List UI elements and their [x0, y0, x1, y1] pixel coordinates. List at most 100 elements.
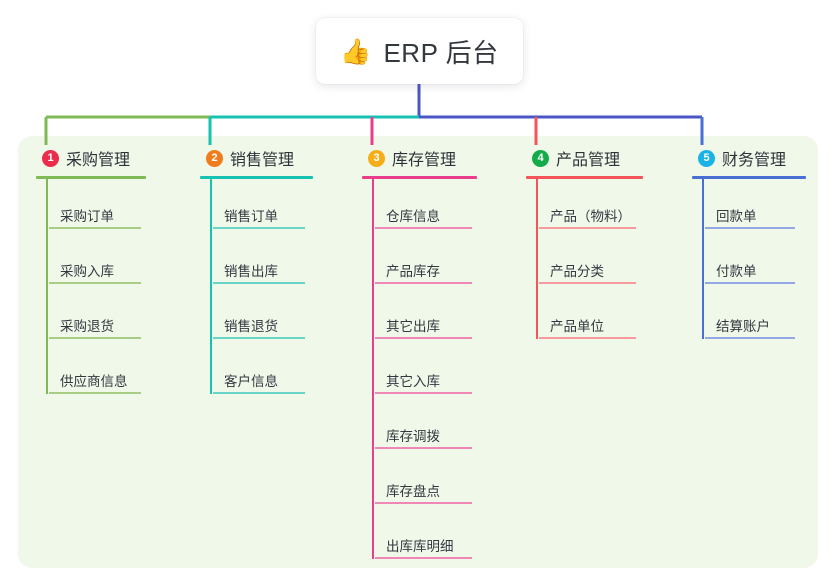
leaf-item-rule [375, 557, 472, 559]
leaf-item-label: 回款单 [716, 209, 757, 224]
leaf-item[interactable]: 库存盘点 [375, 454, 477, 509]
root-node-title: ERP 后台 [383, 37, 499, 68]
leaf-item[interactable]: 销售出库 [213, 234, 313, 289]
column-title: 销售管理 [230, 152, 295, 169]
leaf-item[interactable]: 产品分类 [539, 234, 643, 289]
leaf-item[interactable]: 采购订单 [49, 179, 146, 234]
leaf-item-rule [705, 282, 795, 284]
column-spine [210, 179, 212, 394]
leaf-item-rule [539, 227, 636, 229]
column-销售管理: 2 销售管理销售订单销售出库销售退货客户信息 [200, 145, 313, 399]
column-title: 采购管理 [66, 152, 131, 169]
leaf-item-label: 采购退货 [60, 319, 114, 334]
leaf-item-rule [375, 337, 472, 339]
leaf-item-label: 出库库明细 [386, 539, 454, 554]
column-header-4[interactable]: 4 产品管理 [526, 145, 643, 171]
leaf-item[interactable]: 其它出库 [375, 289, 477, 344]
leaf-item-rule [539, 337, 636, 339]
leaf-item-rule [375, 392, 472, 394]
column-index-badge: 4 [532, 149, 549, 167]
leaf-item[interactable]: 库存调拨 [375, 399, 477, 454]
leaf-item-label: 供应商信息 [60, 374, 128, 389]
column-header-5[interactable]: 5 财务管理 [692, 145, 806, 171]
leaf-item[interactable]: 销售退货 [213, 289, 313, 344]
column-库存管理: 3 库存管理仓库信息产品库存其它出库其它入库库存调拨库存盘点出库库明细 [362, 145, 477, 564]
column-index-badge: 2 [206, 149, 223, 167]
thumbs-up-emoji: 👍 [340, 36, 372, 66]
leaf-item[interactable]: 出库库明细 [375, 509, 477, 564]
leaf-item-rule [375, 282, 472, 284]
leaf-item-rule [49, 337, 141, 339]
leaf-item-label: 仓库信息 [386, 209, 440, 224]
column-header-rule [36, 176, 146, 179]
column-items: 产品（物料） 产品分类产品单位 [526, 179, 643, 344]
column-title: 库存管理 [392, 152, 457, 169]
leaf-item[interactable]: 其它入库 [375, 344, 477, 399]
root-node[interactable]: 👍 ERP 后台 [316, 18, 523, 84]
column-index-badge: 5 [698, 149, 715, 167]
leaf-item-label: 产品单位 [550, 319, 604, 334]
leaf-item-label: 结算账户 [716, 319, 770, 334]
leaf-item-label: 库存调拨 [386, 429, 440, 444]
leaf-item-rule [49, 392, 141, 394]
leaf-item[interactable]: 回款单 [705, 179, 806, 234]
column-items: 仓库信息产品库存其它出库其它入库库存调拨库存盘点出库库明细 [362, 179, 477, 564]
diagram-background-panel [18, 136, 818, 568]
leaf-item-rule [213, 282, 305, 284]
column-header-rule [200, 176, 313, 179]
column-header-2[interactable]: 2 销售管理 [200, 145, 313, 171]
leaf-item-label: 其它入库 [386, 374, 440, 389]
leaf-item-rule [375, 502, 472, 504]
column-header-rule [362, 176, 477, 179]
leaf-item-rule [375, 447, 472, 449]
column-items: 采购订单采购入库采购退货供应商信息 [36, 179, 146, 399]
leaf-item[interactable]: 付款单 [705, 234, 806, 289]
leaf-item-rule [213, 227, 305, 229]
leaf-item-label: 采购入库 [60, 264, 114, 279]
column-header-rule [526, 176, 643, 179]
leaf-item-label: 销售退货 [224, 319, 278, 334]
column-财务管理: 5 财务管理回款单付款单结算账户 [692, 145, 806, 344]
column-items: 销售订单销售出库销售退货客户信息 [200, 179, 313, 399]
leaf-item-label: 销售订单 [224, 209, 278, 224]
leaf-item[interactable]: 产品库存 [375, 234, 477, 289]
column-title: 财务管理 [722, 152, 787, 169]
leaf-item-label: 库存盘点 [386, 484, 440, 499]
leaf-item[interactable]: 产品（物料） [539, 179, 643, 234]
column-header-3[interactable]: 3 库存管理 [362, 145, 477, 171]
column-index-badge: 3 [368, 149, 385, 167]
leaf-item-rule [705, 227, 795, 229]
leaf-item-label: 客户信息 [224, 374, 278, 389]
column-items: 回款单付款单结算账户 [692, 179, 806, 344]
column-title: 产品管理 [556, 152, 621, 169]
leaf-item[interactable]: 销售订单 [213, 179, 313, 234]
leaf-item-rule [49, 282, 141, 284]
leaf-item[interactable]: 供应商信息 [49, 344, 146, 399]
leaf-item-rule [213, 337, 305, 339]
leaf-item-label: 产品库存 [386, 264, 440, 279]
column-spine [46, 179, 48, 394]
leaf-item-label: 采购订单 [60, 209, 114, 224]
column-header-rule [692, 176, 806, 179]
leaf-item[interactable]: 采购入库 [49, 234, 146, 289]
leaf-item-label: 产品分类 [550, 264, 604, 279]
leaf-item[interactable]: 产品单位 [539, 289, 643, 344]
leaf-item[interactable]: 客户信息 [213, 344, 313, 399]
column-产品管理: 4 产品管理产品（物料） 产品分类产品单位 [526, 145, 643, 344]
column-spine [702, 179, 704, 339]
leaf-item-label: 付款单 [716, 264, 757, 279]
leaf-item[interactable]: 采购退货 [49, 289, 146, 344]
leaf-item[interactable]: 仓库信息 [375, 179, 477, 234]
leaf-item-rule [705, 337, 795, 339]
leaf-item[interactable]: 结算账户 [705, 289, 806, 344]
leaf-item-label: 销售出库 [224, 264, 278, 279]
leaf-item-label: 其它出库 [386, 319, 440, 334]
leaf-item-rule [375, 227, 472, 229]
leaf-item-rule [539, 282, 636, 284]
column-spine [372, 179, 374, 559]
leaf-item-label: 产品（物料） [550, 209, 631, 224]
column-spine [536, 179, 538, 339]
